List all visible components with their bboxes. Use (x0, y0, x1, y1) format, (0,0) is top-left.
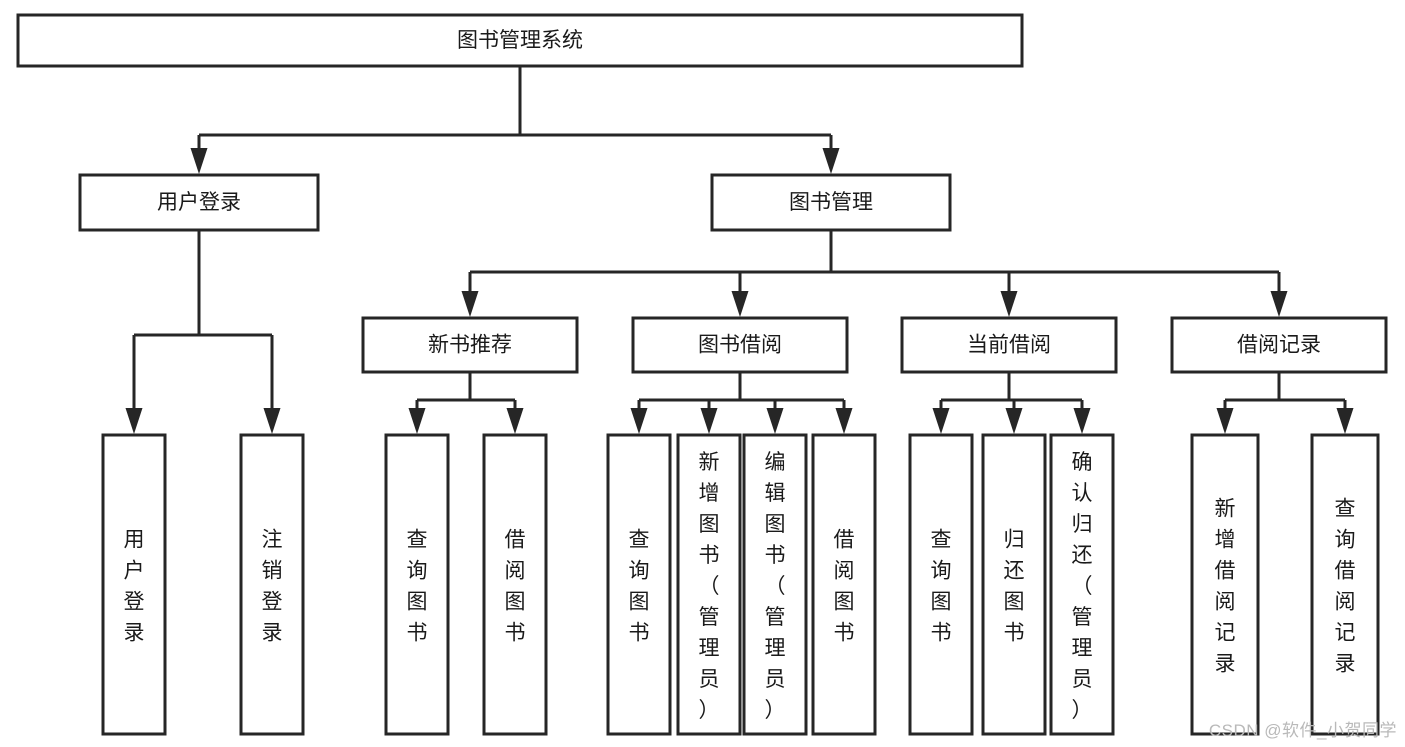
node-label: 新书推荐 (428, 334, 512, 357)
node-leaf-query-book-1[interactable]: 查询图书 (384, 433, 450, 736)
arrow-head-icon (125, 408, 143, 434)
node-box (16, 13, 1024, 68)
arrow-head-icon (932, 408, 950, 434)
node-label: 查询图书 (407, 529, 428, 645)
arrow-head-icon (700, 408, 718, 434)
node-box (900, 316, 1118, 374)
node-label: 借阅图书 (834, 529, 855, 645)
node-book-borrow[interactable]: 图书借阅 (631, 316, 849, 374)
node-label: 编辑图书（管理员） (765, 451, 786, 722)
node-new-book-rec[interactable]: 新书推荐 (361, 316, 579, 374)
node-box (631, 316, 849, 374)
arrow-head-icon (630, 408, 648, 434)
arrow-head-icon (731, 291, 749, 317)
arrow-head-icon (1073, 408, 1091, 434)
node-borrow-record[interactable]: 借阅记录 (1170, 316, 1388, 374)
arrow-head-icon (766, 408, 784, 434)
arrow-head-icon (408, 408, 426, 434)
node-box (384, 433, 450, 736)
node-label: 借阅图书 (505, 529, 526, 645)
node-leaf-return-book[interactable]: 归还图书 (981, 433, 1047, 736)
arrow-head-icon (263, 408, 281, 434)
node-label: 确认归还（管理员） (1072, 451, 1093, 722)
connector-layer (125, 66, 1354, 434)
node-box (1310, 433, 1380, 736)
node-user-login[interactable]: 用户登录 (78, 173, 320, 232)
arrow-head-icon (1216, 408, 1234, 434)
node-leaf-query-book-3[interactable]: 查询图书 (908, 433, 974, 736)
node-leaf-user-login[interactable]: 用户登录 (101, 433, 167, 736)
node-label: 注销登录 (262, 529, 283, 645)
node-label: 归还图书 (1004, 529, 1025, 645)
arrow-head-icon (835, 408, 853, 434)
node-box (361, 316, 579, 374)
node-label: 用户登录 (157, 191, 241, 214)
node-leaf-logout[interactable]: 注销登录 (239, 433, 305, 736)
node-leaf-query-book-2[interactable]: 查询图书 (606, 433, 672, 736)
node-box (710, 173, 952, 232)
node-label: 查询借阅记录 (1335, 498, 1356, 676)
node-layer: 图书管理系统用户登录图书管理新书推荐图书借阅当前借阅借阅记录用户登录注销登录查询… (16, 13, 1388, 736)
arrow-head-icon (1270, 291, 1288, 317)
node-box (78, 173, 320, 232)
node-leaf-borrow-book-2[interactable]: 借阅图书 (811, 433, 877, 736)
node-book-manage[interactable]: 图书管理 (710, 173, 952, 232)
node-label: 图书借阅 (698, 334, 782, 357)
node-label: 新增图书（管理员） (699, 451, 720, 722)
node-box (908, 433, 974, 736)
node-leaf-add-book[interactable]: 新增图书（管理员） (676, 433, 742, 736)
node-label: 新增借阅记录 (1215, 498, 1236, 676)
arrow-head-icon (822, 148, 840, 174)
node-leaf-borrow-book-1[interactable]: 借阅图书 (482, 433, 548, 736)
node-label: 查询图书 (629, 529, 650, 645)
node-label: 图书管理 (789, 191, 873, 214)
arrow-head-icon (1005, 408, 1023, 434)
node-box (606, 433, 672, 736)
node-current-borrow[interactable]: 当前借阅 (900, 316, 1118, 374)
node-leaf-edit-book[interactable]: 编辑图书（管理员） (742, 433, 808, 736)
node-box (1170, 316, 1388, 374)
node-box (239, 433, 305, 736)
node-box (1049, 433, 1115, 736)
node-label: 查询图书 (931, 529, 952, 645)
node-label: 当前借阅 (967, 334, 1051, 357)
node-label: 图书管理系统 (457, 29, 583, 52)
node-box (1190, 433, 1260, 736)
arrow-head-icon (1000, 291, 1018, 317)
node-root[interactable]: 图书管理系统 (16, 13, 1024, 68)
node-box (742, 433, 808, 736)
node-box (101, 433, 167, 736)
arrow-head-icon (506, 408, 524, 434)
node-box (482, 433, 548, 736)
arrow-head-icon (190, 148, 208, 174)
arrow-head-icon (461, 291, 479, 317)
node-box (676, 433, 742, 736)
node-label: 用户登录 (124, 529, 145, 645)
node-leaf-query-record[interactable]: 查询借阅记录 (1310, 433, 1380, 736)
node-leaf-confirm-return[interactable]: 确认归还（管理员） (1049, 433, 1115, 736)
node-label: 借阅记录 (1237, 334, 1321, 357)
arrow-head-icon (1336, 408, 1354, 434)
node-box (811, 433, 877, 736)
node-leaf-add-record[interactable]: 新增借阅记录 (1190, 433, 1260, 736)
node-box (981, 433, 1047, 736)
watermark-text: CSDN @软件_小贺同学 (1208, 721, 1397, 740)
